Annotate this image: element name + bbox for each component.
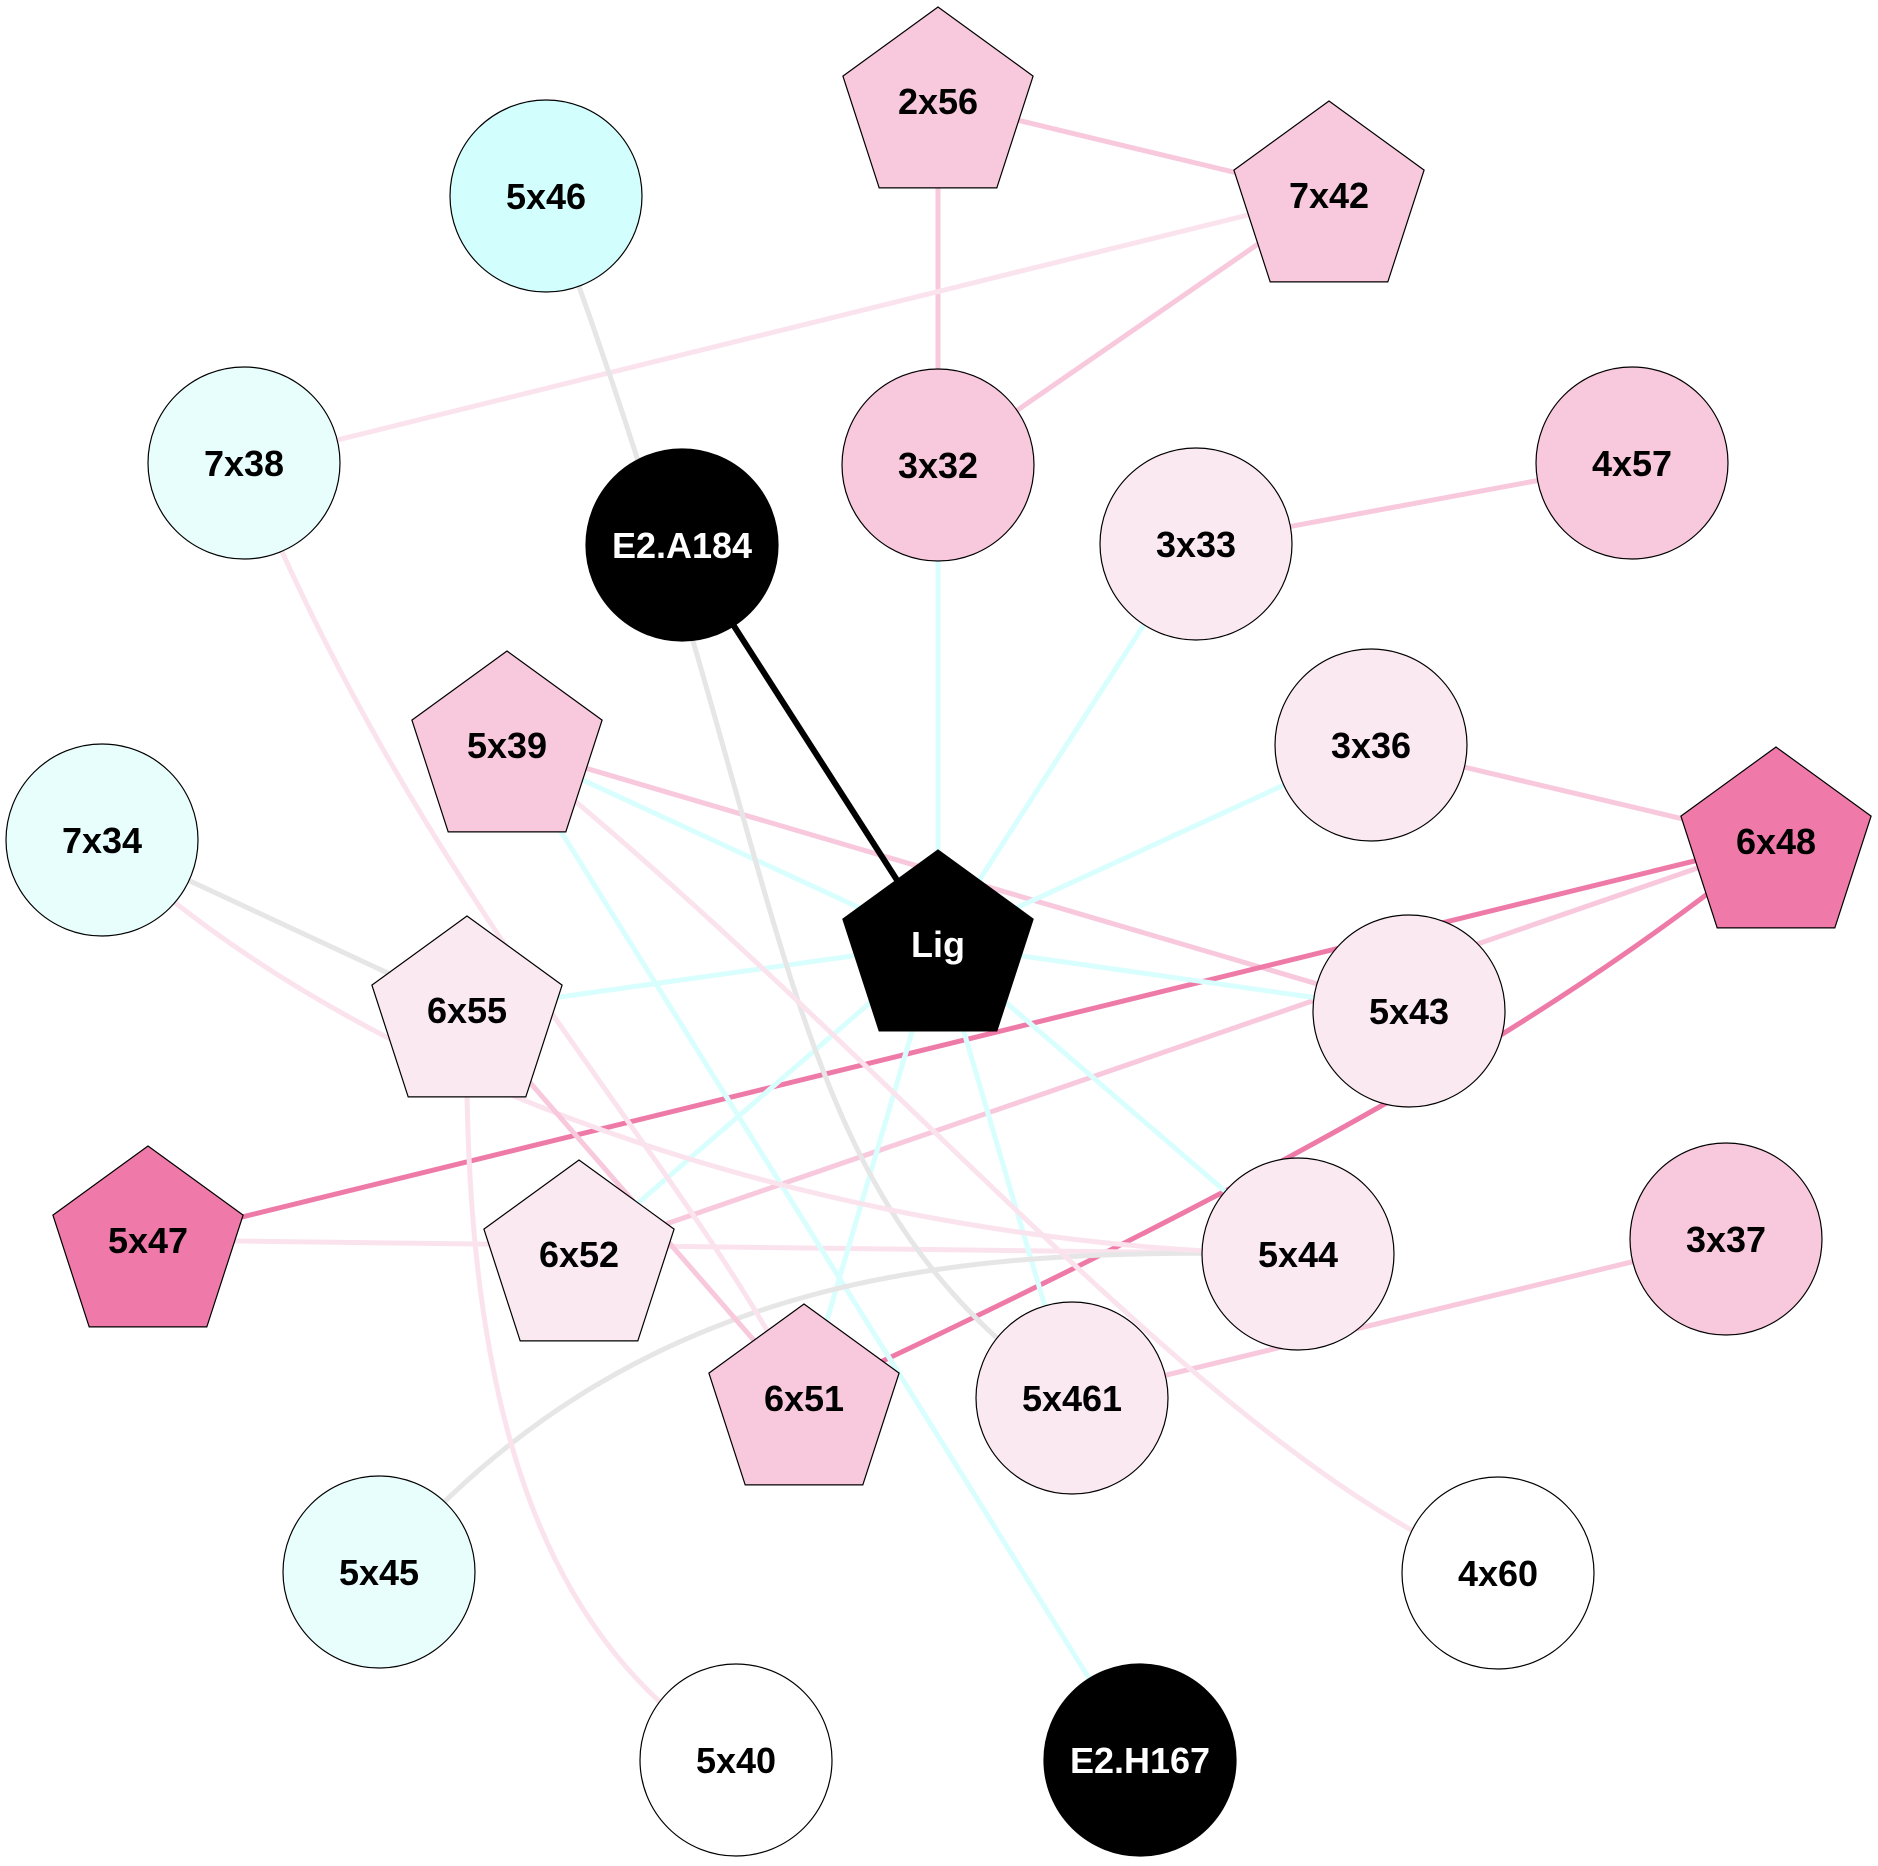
node-6x55: 6x55 (371, 915, 563, 1098)
circle-shape (841, 368, 1035, 562)
node-5x39: 5x39 (411, 650, 603, 833)
circle-shape (1629, 1142, 1823, 1336)
node-5x46: 5x46 (449, 99, 643, 293)
pentagon-shape (842, 6, 1034, 189)
circle-shape (1312, 914, 1506, 1108)
node-5x43: 5x43 (1312, 914, 1506, 1108)
node-label: 3x36 (1331, 725, 1411, 766)
circle-shape (147, 366, 341, 560)
circle-shape (5, 743, 199, 937)
node-E2.H167: E2.H167 (1043, 1663, 1237, 1857)
node-4x60: 4x60 (1401, 1476, 1595, 1670)
edge-5x461-3x37 (1071, 1236, 1727, 1401)
pentagon-shape (1233, 100, 1425, 283)
pentagon-shape (52, 1145, 244, 1328)
edge-5x47-5x44 (147, 1237, 1299, 1257)
node-label: 6x52 (539, 1234, 619, 1275)
node-label: 4x57 (1592, 443, 1672, 484)
pentagon-shape (483, 1159, 675, 1342)
node-3x33: 3x33 (1099, 447, 1293, 641)
node-7x38: 7x38 (147, 366, 341, 560)
node-6x52: 6x52 (483, 1159, 675, 1342)
node-6x51: 6x51 (708, 1303, 900, 1486)
node-3x36: 3x36 (1274, 648, 1468, 842)
circle-shape (282, 1475, 476, 1669)
node-5x45: 5x45 (282, 1475, 476, 1669)
circle-shape (1099, 447, 1293, 641)
edge-6x52-6x48 (578, 838, 1777, 1257)
edge-5x45-5x44 (377, 1250, 1299, 1574)
node-label: E2.A184 (612, 525, 752, 566)
node-label: 6x48 (1736, 821, 1816, 862)
pentagon-shape (1680, 746, 1872, 929)
node-label: 3x37 (1686, 1219, 1766, 1260)
node-label: 5x43 (1369, 991, 1449, 1032)
node-label: 3x33 (1156, 524, 1236, 565)
circle-shape (1535, 366, 1729, 560)
node-label: 7x42 (1289, 175, 1369, 216)
edge-5x39-4x60 (505, 743, 1499, 1576)
edge-5x47-6x48 (147, 838, 1777, 1243)
node-label: 2x56 (898, 81, 978, 122)
circle-shape (639, 1663, 833, 1857)
node-label: 5x45 (339, 1552, 419, 1593)
node-E2.A184: E2.A184 (585, 448, 779, 642)
circle-shape (449, 99, 643, 293)
circle-shape (1043, 1663, 1237, 1857)
node-label: E2.H167 (1070, 1740, 1210, 1781)
edge-7x42-7x38 (243, 192, 1330, 466)
node-5x461: 5x461 (975, 1301, 1169, 1495)
node-label: 7x38 (204, 443, 284, 484)
pentagon-shape (411, 650, 603, 833)
circle-shape (1201, 1157, 1395, 1351)
node-5x47: 5x47 (52, 1145, 244, 1328)
pentagon-shape (842, 849, 1034, 1032)
node-label: 5x44 (1258, 1234, 1338, 1275)
circle-shape (975, 1301, 1169, 1495)
pentagon-shape (708, 1303, 900, 1486)
node-label: 7x34 (62, 820, 142, 861)
edge-5x39-E2.H167 (504, 743, 1143, 1762)
node-label: 5x461 (1022, 1378, 1122, 1419)
circle-shape (585, 448, 779, 642)
node-6x48: 6x48 (1680, 746, 1872, 929)
edge-7x34-5x44 (100, 838, 1299, 1257)
node-7x42: 7x42 (1233, 100, 1425, 283)
node-2x56: 2x56 (842, 6, 1034, 189)
node-label: 6x55 (427, 990, 507, 1031)
node-5x44: 5x44 (1201, 1157, 1395, 1351)
node-4x57: 4x57 (1535, 366, 1729, 560)
node-label: 6x51 (764, 1378, 844, 1419)
node-label: 5x40 (696, 1740, 776, 1781)
node-3x32: 3x32 (841, 368, 1035, 562)
node-label: 5x46 (506, 176, 586, 217)
node-3x37: 3x37 (1629, 1142, 1823, 1336)
node-7x34: 7x34 (5, 743, 199, 937)
circle-shape (1274, 648, 1468, 842)
node-label: 5x39 (467, 725, 547, 766)
node-5x40: 5x40 (639, 1663, 833, 1857)
circle-shape (1401, 1476, 1595, 1670)
node-label: 5x47 (108, 1220, 188, 1261)
node-label: Lig (911, 924, 965, 965)
pentagon-shape (371, 915, 563, 1098)
node-Lig: Lig (842, 849, 1034, 1032)
node-label: 4x60 (1458, 1553, 1538, 1594)
node-label: 3x32 (898, 445, 978, 486)
